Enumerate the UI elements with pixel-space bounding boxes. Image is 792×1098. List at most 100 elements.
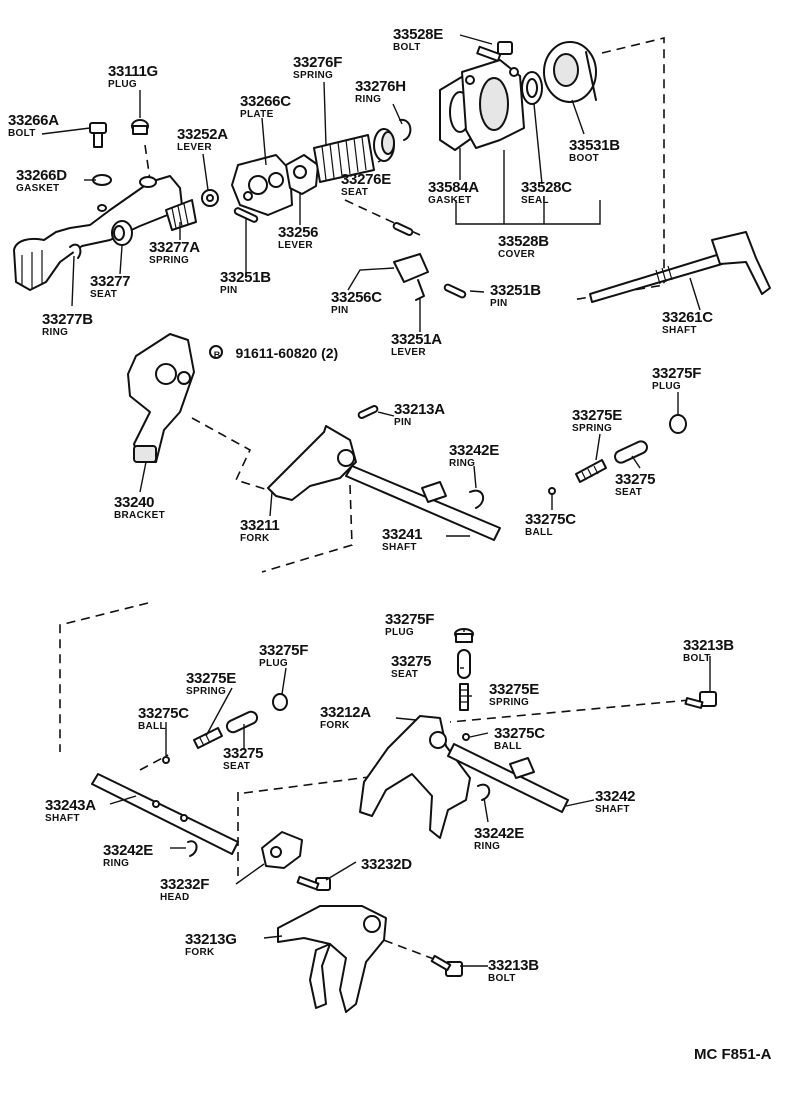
part-name: SPRING <box>149 255 190 266</box>
part-name: BOLT <box>8 128 36 139</box>
part-number: 33275C <box>525 511 576 528</box>
part-name: SPRING <box>186 686 227 697</box>
part-number: 33261C <box>662 309 713 326</box>
part-name: BOLT <box>393 42 421 53</box>
part-name: PLUG <box>108 79 137 90</box>
part-name: RING <box>449 458 476 469</box>
bolt-33266A-part <box>89 122 107 148</box>
std-part-symbol: B <box>213 350 221 360</box>
pin-33256C-part <box>392 222 414 236</box>
spring-33276F-part <box>313 134 375 183</box>
bolt-33232D-part <box>296 875 331 891</box>
part-name: BALL <box>138 721 166 732</box>
ring-33276H-part <box>399 118 412 141</box>
plug-33111G-part <box>131 119 149 135</box>
part-name: GASKET <box>428 195 472 206</box>
part-number: 33240 <box>114 494 155 511</box>
part-name: PLUG <box>385 627 414 638</box>
part-number: 33275E <box>186 670 236 687</box>
spring-33275E-1-part <box>575 459 607 483</box>
part-number: 33531B <box>569 137 620 154</box>
part-number: 33276H <box>355 78 406 95</box>
part-name: PLUG <box>259 658 288 669</box>
part-number: 33528E <box>393 26 443 43</box>
part-name: PLATE <box>240 109 274 120</box>
part-name: FORK <box>320 720 350 731</box>
head-33232F-part <box>261 831 303 869</box>
part-name: SHAFT <box>382 542 417 553</box>
fork-33211-part <box>267 425 357 501</box>
part-name: BOLT <box>488 973 516 984</box>
ball-33275C-3-part <box>462 733 470 741</box>
part-number: 33242E <box>103 842 153 859</box>
part-number: 33276E <box>341 171 391 188</box>
part-number: 33232D <box>361 856 412 873</box>
part-number: 33242E <box>474 825 524 842</box>
part-number: 33213B <box>683 637 734 654</box>
shaft-33242-part <box>447 743 569 813</box>
part-number: 33277 <box>90 273 131 290</box>
part-name: SPRING <box>489 697 530 708</box>
plug-33275F-1-part <box>669 414 687 434</box>
part-name: SPRING <box>572 423 613 434</box>
part-number: 33266D <box>16 167 67 184</box>
lever-33252A-part <box>201 189 219 207</box>
part-name: FORK <box>185 947 215 958</box>
part-number: 33276F <box>293 54 343 71</box>
part-number: 33242E <box>449 442 499 459</box>
part-number: 33277B <box>42 311 93 328</box>
shaft-33241-part <box>345 465 501 541</box>
part-name: BOOT <box>569 153 600 164</box>
bolt-33213B-2-part <box>430 954 463 977</box>
part-name: BALL <box>494 741 522 752</box>
pin-33251B-1-part <box>233 207 259 223</box>
part-name: PIN <box>220 285 238 296</box>
ball-33275C-2-part <box>162 756 170 764</box>
part-name: PIN <box>394 417 412 428</box>
part-name: SEAT <box>223 761 251 772</box>
plug-33275F-2-part <box>272 693 288 711</box>
part-name: SEAT <box>90 289 118 300</box>
part-number: 33242 <box>595 788 636 805</box>
part-name: PIN <box>490 298 508 309</box>
part-number: 33251B <box>220 269 271 286</box>
part-name: SHAFT <box>662 325 697 336</box>
part-number: 33266C <box>240 93 291 110</box>
part-number: 33213A <box>394 401 445 418</box>
spring-33275E-3-part <box>459 683 469 711</box>
part-number: 33211 <box>240 517 280 534</box>
seat-33277-part <box>111 220 133 246</box>
leader-lines <box>41 34 711 967</box>
part-number: 33277A <box>149 239 200 256</box>
